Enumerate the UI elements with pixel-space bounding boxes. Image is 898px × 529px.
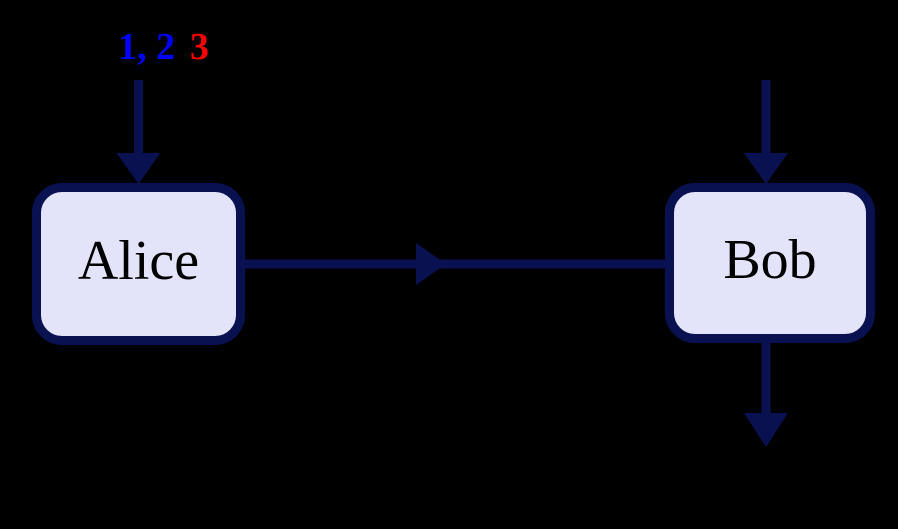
- edge-label-messages: 1, 2 3: [118, 28, 209, 66]
- edge-label-blue-part: 1, 2: [118, 26, 175, 68]
- node-bob-label: Bob: [723, 229, 817, 291]
- edge-label-red-part: 3: [190, 26, 209, 68]
- node-bob: Bob: [665, 183, 875, 343]
- arrow-into-bob: [744, 80, 788, 184]
- arrow-into-alice: [116, 80, 161, 184]
- arrow-alice-to-bob: [245, 243, 665, 285]
- node-alice-label: Alice: [77, 230, 200, 292]
- arrow-out-of-bob: [744, 343, 788, 447]
- node-alice: Alice: [32, 183, 245, 345]
